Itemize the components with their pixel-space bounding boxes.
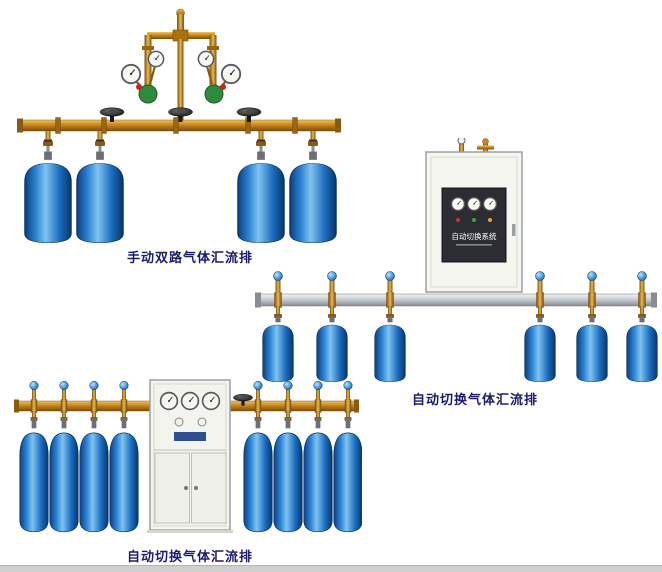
manifold-pipe [255,292,657,308]
indicator-light [472,218,476,222]
cylinder-valve-knob [89,380,99,391]
cylinder-valve-knob [273,271,283,281]
product-caption-manual-dual: 手动双路气体汇流排 [126,251,253,266]
gas-cylinder [109,417,139,533]
cylinder-valve-knob [313,380,323,391]
gas-cylinder [76,151,124,244]
pressure-gauge [197,50,215,68]
cabinet-handle [512,224,516,236]
manifold-pipe [17,117,341,134]
pressure-gauge [482,196,498,212]
gas-cylinder [333,417,362,533]
cabinet-top-fittings [457,138,494,153]
cylinder-valve-knob [587,271,597,281]
cylinder-connections [43,131,318,154]
cylinder-valve-knob [119,380,129,391]
gas-cylinder [524,316,556,383]
control-cabinet [147,379,233,533]
gas-cylinder [243,417,273,533]
auto-switch-wall-illustration: 自动切换系统 [255,138,658,383]
manifold-stations [273,271,647,318]
pressure-gauge [201,391,221,411]
cylinder-valve-knob [343,380,353,391]
gas-cylinder [576,316,608,383]
pressure-gauge [120,63,142,85]
indicator-light [488,218,492,222]
cylinder-valve-knob [327,271,337,281]
cylinder-valve-knob [253,380,263,391]
indicator-light [174,417,184,427]
cylinder-valve-knob [59,380,69,391]
manual-dual-manifold-illustration [17,8,341,244]
pressure-gauge [180,391,200,411]
door-handle [194,486,198,490]
gas-cylinder [316,316,348,383]
gas-cylinder [626,316,658,383]
left-regulator [120,50,165,104]
gas-cylinder [19,417,49,533]
gas-cylinder [262,316,294,383]
gas-cylinder [49,417,79,533]
right-regulator [197,50,242,104]
page-bottom-divider [0,565,662,572]
gas-cylinder [303,417,333,533]
gas-cylinder [273,417,303,533]
cylinder-valve-knob [535,271,545,281]
pressure-gauge [220,63,242,85]
pressure-gauge [147,50,165,68]
cabinet-panel-label: 自动切换系统 [452,231,497,241]
gas-cylinder [24,151,72,244]
indicator-light [456,218,460,222]
gas-cylinder [79,417,109,533]
pressure-gauge [466,196,482,212]
manifold-pipe-right [229,399,359,413]
control-cabinet: 自动切换系统 [425,151,523,293]
cylinder-valve-knob [283,380,293,391]
product-caption-auto-floor: 自动切换气体汇流排 [126,550,253,565]
auto-switch-floor-illustration [14,379,362,533]
cabinet-label-plate [174,432,206,441]
door-handle [184,486,188,490]
cabinet-door [154,452,190,524]
cylinder-valve-knob [385,271,395,281]
cylinder-valve-knob [637,271,647,281]
pressure-gauge [159,391,179,411]
indicator-light [197,417,207,427]
product-caption-auto-wall: 自动切换气体汇流排 [411,393,538,408]
cylinder-valve-knob [29,380,39,391]
gas-cylinder [374,316,406,383]
pressure-gauge [450,196,466,212]
